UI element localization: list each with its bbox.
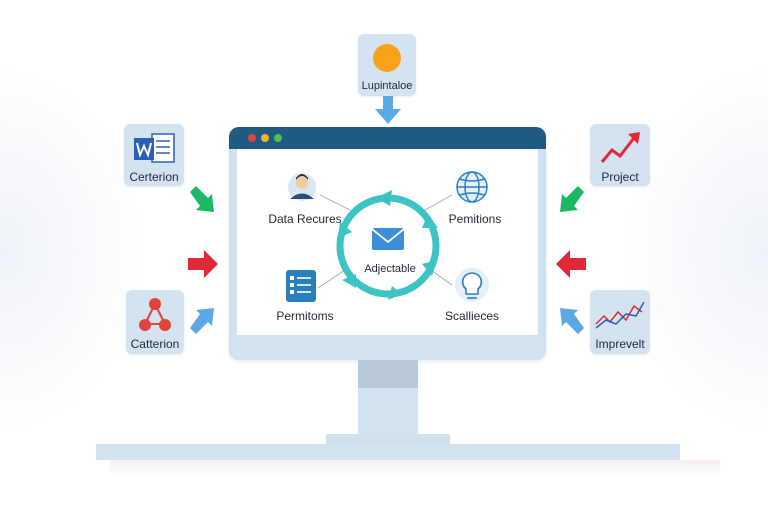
tile-right-top-label: Project: [601, 170, 639, 184]
screen-label-bottom-right: Scallieces: [444, 309, 500, 323]
line-chart-icon: [595, 301, 645, 329]
cycle-arrows-icon: [336, 190, 440, 300]
sun-icon: [373, 44, 401, 72]
monitor-chin: [229, 335, 546, 360]
monitor-title-bar: [229, 127, 546, 149]
person-avatar-icon: [288, 173, 316, 201]
screen-label-top-right: Pemitions: [448, 212, 502, 226]
tile-top-label: Lupintaloe: [361, 80, 413, 92]
window-dot-red-icon: [248, 134, 256, 142]
globe-icon: [456, 171, 488, 203]
tile-left-top: Certerion: [124, 124, 184, 186]
desk-shadow: [110, 460, 720, 478]
window-dot-green-icon: [274, 134, 282, 142]
desk: [96, 444, 680, 460]
tile-top: Lupintaloe: [358, 34, 416, 96]
monitor-neck-top: [358, 360, 418, 388]
tile-left-top-label: Certerion: [129, 170, 179, 184]
window-dot-yellow-icon: [261, 134, 269, 142]
word-document-icon: [134, 133, 175, 163]
trending-up-icon: [600, 132, 640, 163]
arrow-green-diagonal-left-icon: [560, 186, 584, 212]
network-nodes-icon: [139, 298, 171, 331]
lightbulb-icon: [455, 268, 489, 302]
tile-right-bottom: Imprevelt: [590, 290, 650, 354]
arrow-red-right-icon: [188, 250, 218, 278]
arrow-green-diagonal-icon: [190, 186, 214, 212]
background-glow-left: [0, 60, 150, 440]
arrow-blue-diagonal-left-icon: [560, 308, 584, 334]
envelope-icon: [371, 228, 405, 250]
screen-label-top-left: Data Recures: [268, 212, 342, 226]
background-glow-right: [618, 60, 768, 440]
tile-left-bottom-label: Catterion: [130, 337, 180, 351]
monitor-neck: [358, 388, 418, 436]
checklist-icon: [286, 270, 316, 302]
arrow-down-icon: [375, 96, 401, 124]
tile-right-top: Project: [590, 124, 650, 186]
arrow-blue-diagonal-icon: [190, 308, 214, 334]
screen-label-center: Adjectable: [364, 263, 416, 275]
connector-lines: [317, 194, 453, 289]
arrow-red-left-icon: [556, 250, 586, 278]
tile-left-bottom: Catterion: [126, 290, 184, 354]
tile-right-bottom-label: Imprevelt: [595, 337, 645, 351]
screen-label-bottom-left: Permitoms: [276, 309, 334, 323]
